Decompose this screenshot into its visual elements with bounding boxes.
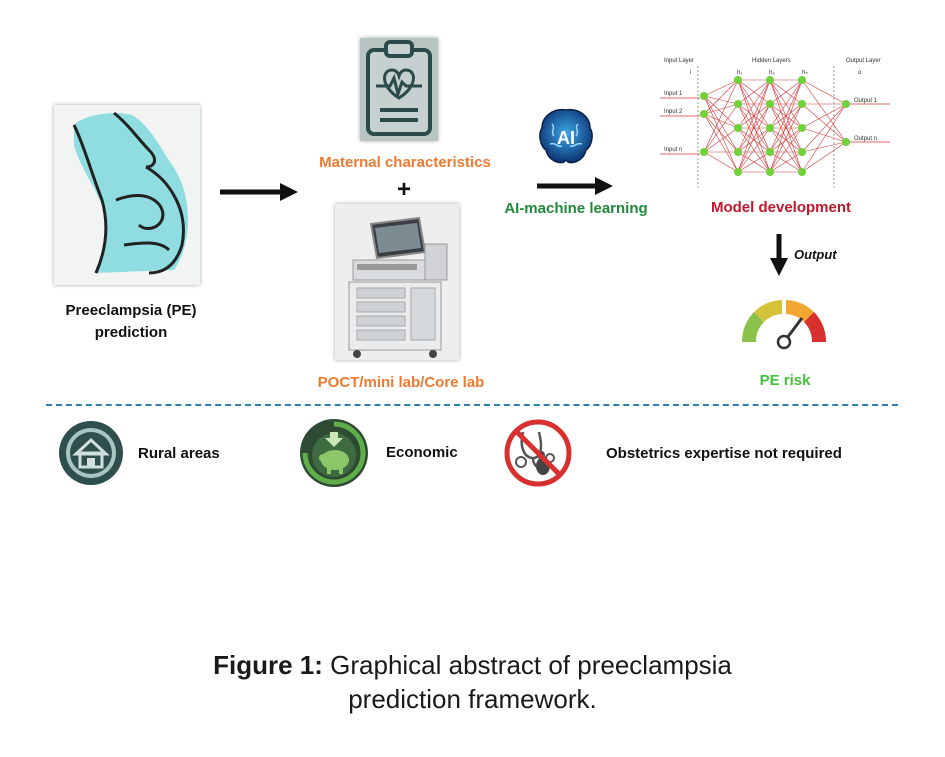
clipboard-heart-icon [366, 40, 432, 136]
network-node [766, 100, 774, 108]
nn-sub-hn: hₙ [802, 70, 808, 76]
risk-gauge-icon [741, 300, 827, 350]
benefit-label-expertise: Obstetrics expertise not required [606, 445, 842, 462]
ai-brain-text: AI [557, 128, 575, 148]
maternal-characteristics-label: Maternal characteristics [319, 154, 491, 171]
network-nodes [700, 76, 850, 176]
pe-prediction-label: Preeclampsia (PE) prediction [65, 302, 197, 341]
network-connections [660, 79, 890, 173]
ai-brain-icon: AI [539, 108, 593, 164]
network-node [734, 76, 742, 84]
nn-sub-i: i [690, 70, 691, 76]
nn-sub-h2: h₂ [769, 70, 775, 76]
dashed-divider [46, 404, 898, 406]
nn-sub-h1: h₁ [737, 70, 742, 76]
nn-input1-label: Input 1 [664, 91, 683, 97]
right-arrow-icon-2 [537, 177, 613, 195]
plus-sign: + [396, 176, 411, 203]
network-node [798, 124, 806, 132]
nn-output1-label: Output 1 [854, 98, 878, 104]
network-node [734, 124, 742, 132]
piggy-bank-icon [300, 419, 368, 487]
no-stethoscope-icon [504, 419, 572, 487]
network-node [798, 100, 806, 108]
network-node [842, 100, 850, 108]
nn-sub-o: o [858, 70, 862, 76]
nn-input2-label: Input 2 [664, 109, 683, 115]
nn-input-layer-label: Input Layer [664, 58, 694, 64]
clipboard-card [360, 38, 438, 141]
network-node [766, 148, 774, 156]
network-node [798, 168, 806, 176]
output-label: Output [794, 247, 837, 262]
benefit-label-economic: Economic [386, 444, 458, 461]
network-node [798, 148, 806, 156]
network-node [700, 148, 708, 156]
caption-text-2: prediction framework. [348, 684, 597, 714]
network-node [734, 148, 742, 156]
network-node [700, 92, 708, 100]
nn-hidden-layers-label: Hidden Layers [752, 58, 791, 64]
right-arrow-icon [220, 183, 298, 201]
pregnancy-image [54, 105, 200, 285]
pe-risk-label: PE risk [759, 372, 811, 389]
network-node [842, 138, 850, 146]
figure-caption: Figure 1: Graphical abstract of preeclam… [0, 648, 945, 716]
network-node [766, 76, 774, 84]
network-node [766, 124, 774, 132]
lab-analyzer-icon [348, 216, 448, 358]
nn-inputn-label: Input n [664, 147, 682, 153]
neural-network-diagram: Input Layer Hidden Layers Output Layer i… [660, 58, 890, 190]
nn-output-layer-label: Output Layer [846, 58, 881, 64]
network-node [798, 76, 806, 84]
network-node [734, 168, 742, 176]
network-node [766, 168, 774, 176]
poct-lab-label: POCT/mini lab/Core lab [317, 374, 485, 391]
lab-machine-card [335, 204, 459, 360]
model-development-label: Model development [710, 199, 852, 216]
network-node [700, 110, 708, 118]
caption-prefix: Figure 1: [213, 650, 323, 680]
house-icon [59, 421, 123, 485]
ai-machine-learning-label: AI-machine learning [504, 200, 648, 217]
benefit-label-rural: Rural areas [138, 445, 220, 462]
caption-text: Graphical abstract of preeclampsia [330, 650, 732, 680]
down-arrow-icon [770, 234, 788, 276]
nn-outputn-label: Output n [854, 136, 877, 142]
pregnant-woman-icon [72, 111, 188, 275]
network-node [734, 100, 742, 108]
